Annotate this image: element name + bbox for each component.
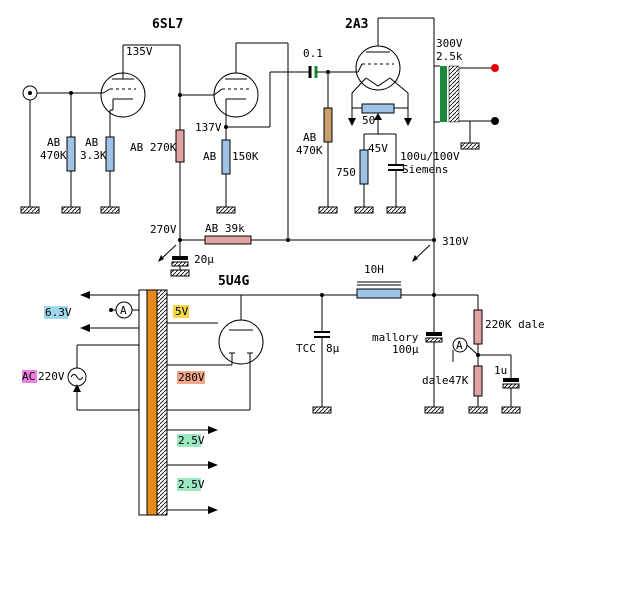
arrow-left-icon [80,324,90,332]
ground-symbol [312,406,332,414]
label-150k: 150K [232,150,259,163]
label-270k: AB 270K [130,141,177,154]
resistor-39k [204,235,252,245]
label-r4-470k: 470K [296,144,323,157]
ground-symbol [424,406,444,414]
label-220v: 220V [38,370,65,383]
label-mallory: mallory [372,331,419,344]
label-r1-470k: 470K [40,149,67,162]
resistor-470k [66,136,76,172]
ground-symbol [501,406,521,414]
label-220k: 220K dale [485,318,545,331]
arrow-down-icon [404,118,412,126]
label-50: 50 [362,114,375,127]
resistor-750 [359,149,369,185]
choke-10h [356,288,402,299]
tube-6sl7-stage2 [213,72,259,118]
label-meter-1: A [120,304,127,317]
resistor-3-3k [105,136,115,172]
arrow-right-icon [208,461,218,469]
label-r2-ab: AB [85,136,99,149]
label-45v: 45V [368,142,388,155]
ground-symbol [468,406,488,414]
tag-6-3v [44,306,68,319]
label-750: 750 [336,166,356,179]
label-47k: dale47K [422,374,469,387]
arrow-right-icon [208,426,218,434]
tube-label-6sl7: 6SL7 [152,17,183,32]
label-2-5k: 2.5k [436,50,463,63]
label-270v: 270V [150,223,177,236]
cap-1u [502,383,520,389]
label-0-1: 0.1 [303,47,323,60]
input-jack [22,85,38,101]
tube-label-2a3: 2A3 [345,17,368,32]
cap-20u [171,261,189,267]
tag-2-5v-a [177,434,201,447]
label-100u-100v: 100u/100V [400,150,460,163]
label-39k: AB 39k [205,222,245,235]
ground-symbol [354,206,374,214]
tag-280v [177,371,205,384]
output-transformer [433,65,460,123]
tube-label-5u4g: 5U4G [218,274,249,289]
ground-symbol [386,206,406,214]
ground-symbol [216,206,236,214]
label-r3-ab: AB [203,150,217,163]
tag-2-5v-b [177,478,201,491]
ground-symbol [318,206,338,214]
label-ac: AC [22,370,35,383]
speaker-plus-terminal [491,64,499,72]
label-r1-ab: AB [47,136,61,149]
tube-6sl7-stage1 [100,72,146,118]
label-r4-ab: AB [303,131,317,144]
resistor-270k [175,129,185,163]
label-r2-3-3k: 3.3K [80,149,107,162]
label-2-5v-a: 2.5V [178,434,205,447]
ground-symbol [61,206,81,214]
label-100u: 100μ [392,343,419,356]
arrow-down-icon [348,118,356,126]
label-tcc: TCC [296,342,316,355]
label-10h: 10H [364,263,384,276]
resistor-470k-grid [323,107,333,143]
label-2-5v-b: 2.5V [178,478,205,491]
label-20u: 20μ [194,253,214,266]
label-135v: 135V [126,45,153,58]
arrow-right-icon [208,506,218,514]
label-8u: 8μ [326,342,340,355]
rectifier-tube-5u4g [218,319,264,365]
label-1u: 1u [494,364,507,377]
tag-5v [173,305,189,318]
label-310v: 310V [442,235,469,248]
power-transformer [138,289,168,516]
hum-pot-50 [361,103,395,114]
arrow-left-icon [80,291,90,299]
label-6-3v: 6.3V [45,306,72,319]
resistor-150k [221,139,231,175]
resistor-220k [473,309,483,345]
ground-symbol [170,269,190,277]
ground-symbol [20,206,40,214]
label-137v: 137V [195,121,222,134]
tag-ac [22,370,37,383]
tube-2a3 [355,45,401,91]
label-300v: 300V [436,37,463,50]
cap-100u-mallory [425,337,443,343]
label-meter-2: A [456,339,463,352]
ground-symbol [100,206,120,214]
speaker-minus-terminal [491,117,499,125]
label-5v: 5V [175,305,189,318]
label-280v: 280V [178,371,205,384]
ground-symbol [460,142,480,150]
arrow-up-icon [374,113,382,120]
resistor-47k [473,365,483,397]
label-siemens: Siemens [402,163,448,176]
